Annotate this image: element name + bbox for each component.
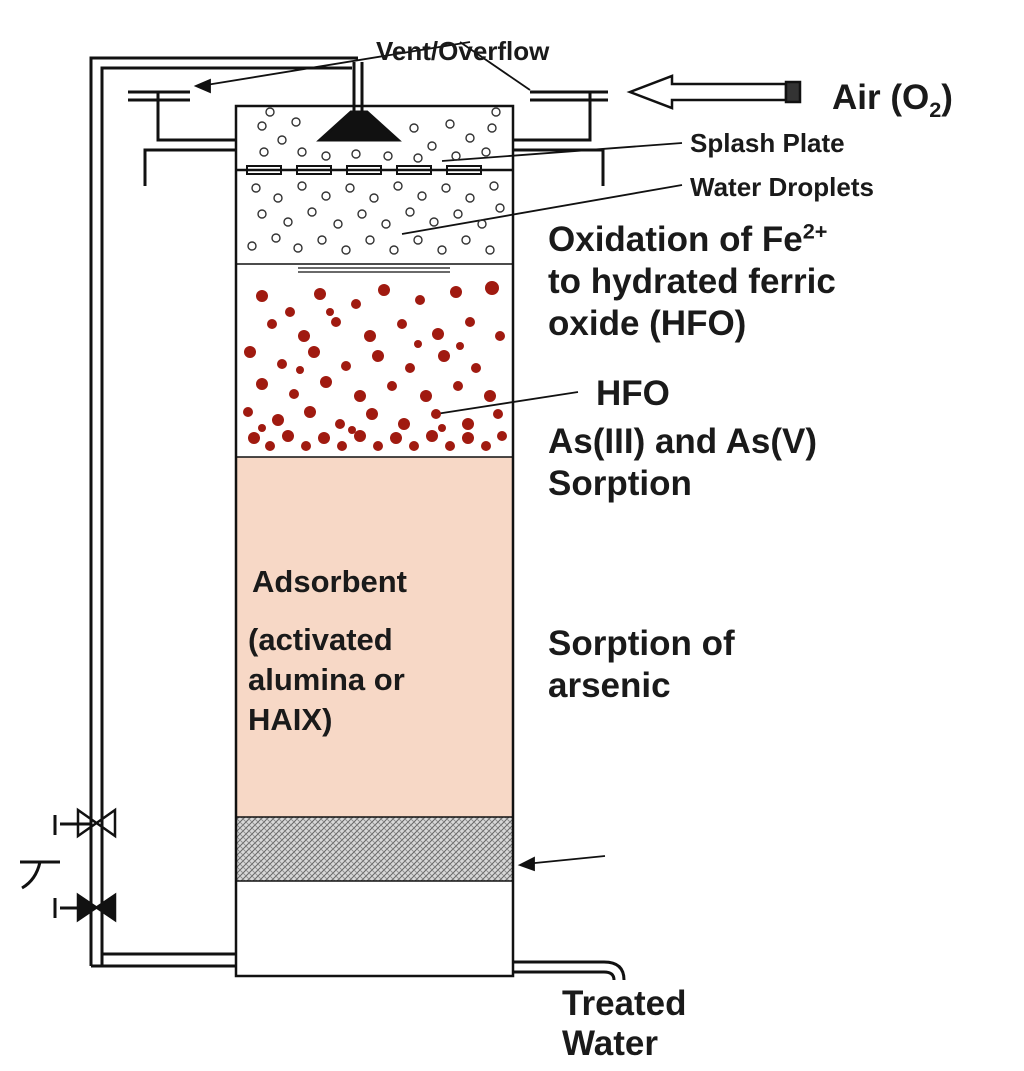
label-treated-water-line1: Treated bbox=[562, 984, 687, 1023]
label-oxidation-line3: oxide (HFO) bbox=[548, 304, 747, 343]
label-air-o2: Air (O2) bbox=[832, 78, 953, 120]
label-oxidation-text: Oxidation of Fe bbox=[548, 220, 803, 259]
label-as-sorption-line1: As(III) and As(V) bbox=[548, 422, 817, 461]
valves bbox=[76, 807, 117, 923]
pointer-lines bbox=[193, 41, 683, 872]
label-adsorbent-line2: (activated bbox=[248, 622, 393, 657]
label-air-text: Air (O bbox=[832, 78, 930, 117]
label-vent-overflow: Vent/Overflow bbox=[376, 36, 550, 66]
air-inlet-arrow bbox=[626, 74, 802, 110]
label-water-droplets: Water Droplets bbox=[690, 172, 874, 202]
label-as-sorption-line2: Sorption bbox=[548, 464, 692, 503]
water-bubbles-top bbox=[257, 107, 501, 163]
label-hfo: HFO bbox=[596, 374, 670, 413]
inlet-nozzle bbox=[316, 62, 402, 142]
label-sorption-arsenic-line1: Sorption of bbox=[548, 624, 735, 663]
label-air-close: ) bbox=[941, 78, 953, 117]
label-splash-plate: Splash Plate bbox=[690, 128, 845, 158]
label-oxidation-line1: Oxidation of Fe2+ bbox=[548, 220, 827, 259]
adsorbent-bed bbox=[236, 457, 513, 817]
label-adsorbent-line3: alumina or bbox=[248, 662, 405, 697]
water-droplets bbox=[247, 181, 505, 255]
label-air-sub: 2 bbox=[929, 97, 942, 122]
label-oxidation-sup: 2+ bbox=[802, 218, 828, 244]
label-oxidation-line2: to hydrated ferric bbox=[548, 262, 836, 301]
label-adsorbent-line4: HAIX) bbox=[248, 702, 333, 737]
label-sorption-arsenic-line2: arsenic bbox=[548, 666, 671, 705]
splash-plate bbox=[246, 165, 482, 175]
hfo-particles bbox=[243, 281, 507, 451]
column bbox=[234, 104, 515, 978]
label-treated-water-line2: Water bbox=[562, 1024, 658, 1063]
support-layer bbox=[236, 817, 513, 881]
label-adsorbent-line1: Adsorbent bbox=[252, 564, 407, 599]
piping bbox=[20, 56, 626, 981]
